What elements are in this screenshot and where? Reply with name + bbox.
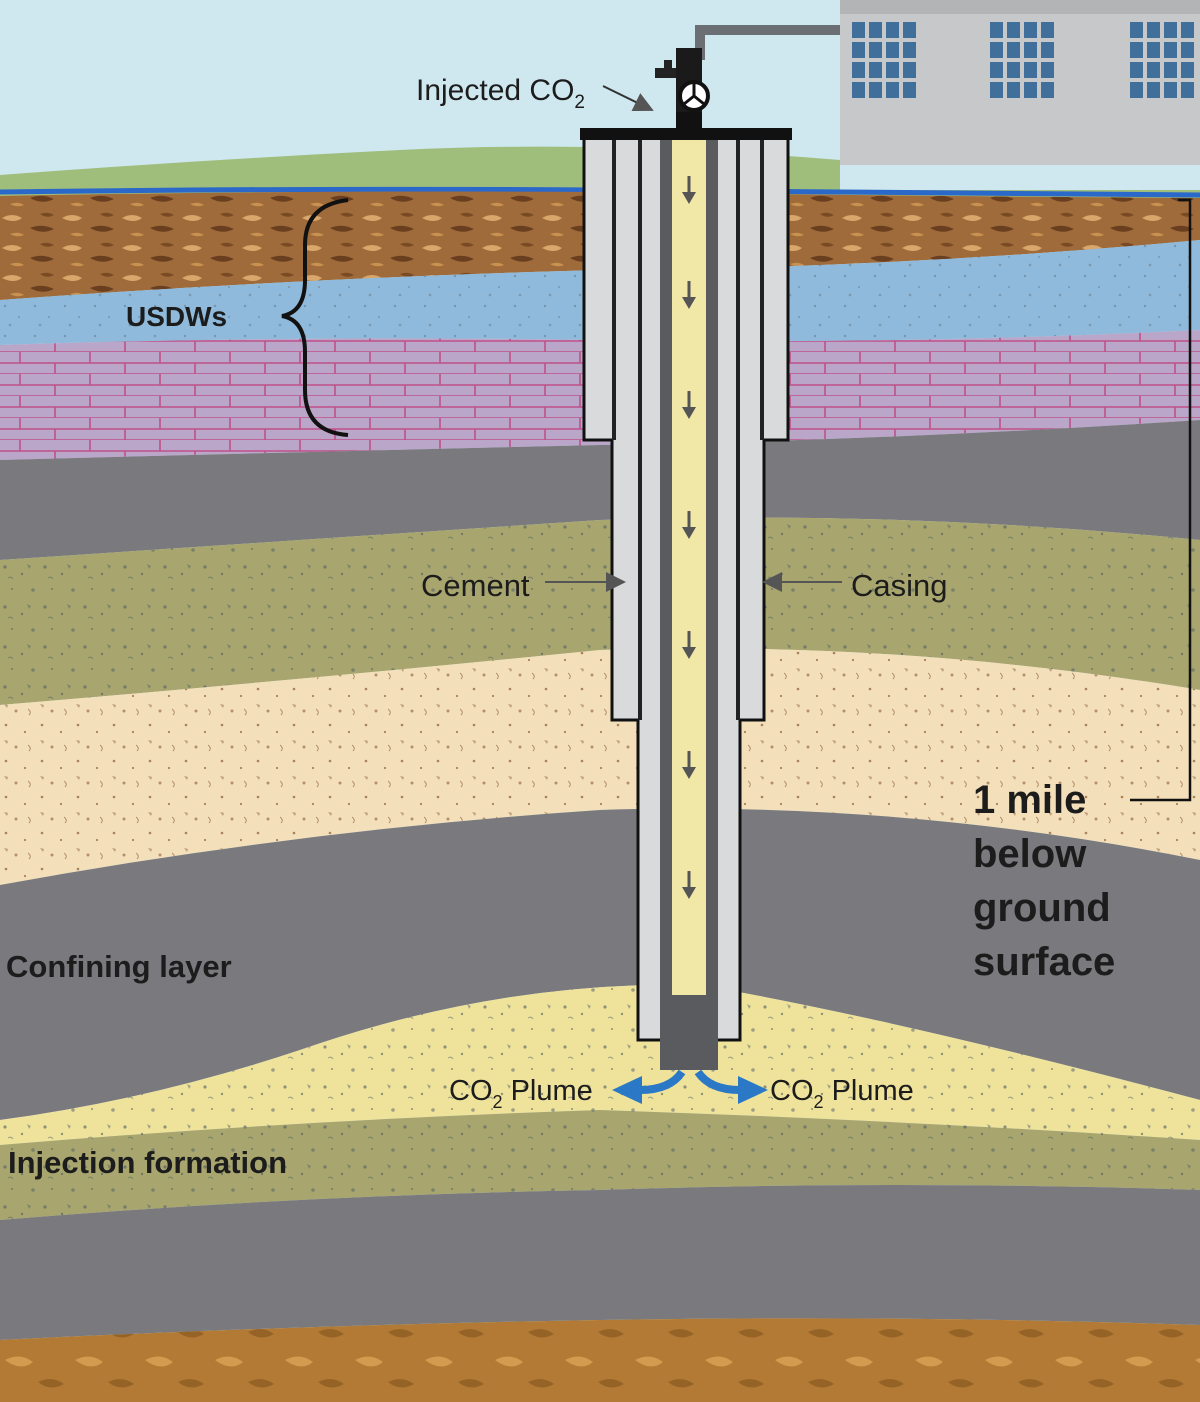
- building-window: [1130, 22, 1143, 38]
- building-window: [1007, 62, 1020, 78]
- building-window: [886, 22, 899, 38]
- building-window: [1181, 82, 1194, 98]
- building-window: [852, 42, 865, 58]
- injected-pointer: [602, 85, 654, 112]
- building-window: [1041, 22, 1054, 38]
- building-window: [886, 82, 899, 98]
- building-window: [1164, 42, 1177, 58]
- co2-plume-left-label: CO2 Plume: [449, 1075, 593, 1112]
- casing-label: Casing: [851, 568, 948, 603]
- depth-label: 1 mile below ground surface: [973, 778, 1115, 984]
- building-window: [1181, 62, 1194, 78]
- building-window: [1024, 82, 1037, 98]
- shale-layer-2: [0, 1185, 1200, 1340]
- confining-layer-label: Confining layer: [6, 949, 232, 984]
- depth-line-3: ground: [973, 886, 1111, 930]
- building-window: [1130, 62, 1143, 78]
- building-window: [903, 62, 916, 78]
- building-window: [1147, 62, 1160, 78]
- flow-arrow-icon: [682, 527, 696, 539]
- building-window: [990, 22, 1003, 38]
- cement-label: Cement: [421, 568, 530, 603]
- flow-arrow-icon: [682, 767, 696, 779]
- building-window: [1041, 42, 1054, 58]
- building-windows: [852, 22, 1194, 98]
- building-window: [1164, 62, 1177, 78]
- building-window: [886, 62, 899, 78]
- flow-arrow-icon: [682, 297, 696, 309]
- building-window: [1024, 62, 1037, 78]
- building-window: [1130, 82, 1143, 98]
- building-window: [1164, 82, 1177, 98]
- building-window: [1024, 42, 1037, 58]
- confining-layer: [0, 808, 1200, 1120]
- building-window: [903, 82, 916, 98]
- building-window: [1041, 82, 1054, 98]
- brace-icon: [281, 198, 349, 437]
- building-window: [1164, 22, 1177, 38]
- building-window: [903, 22, 916, 38]
- building-window: [1147, 42, 1160, 58]
- building-window: [1007, 42, 1020, 58]
- building-window: [852, 62, 865, 78]
- building-window: [869, 82, 882, 98]
- flow-arrow-icon: [682, 407, 696, 419]
- building-window: [990, 82, 1003, 98]
- depth-bracket: [1130, 198, 1192, 802]
- building-window: [869, 42, 882, 58]
- building-window: [990, 42, 1003, 58]
- building-window: [1181, 42, 1194, 58]
- building-window: [1181, 22, 1194, 38]
- building-window: [886, 42, 899, 58]
- building-window: [903, 42, 916, 58]
- shale-layer-1: [0, 420, 1200, 560]
- depth-line-2: below: [973, 832, 1087, 876]
- building-window: [852, 22, 865, 38]
- co2-plume-right-label: CO2 Plume: [770, 1075, 914, 1112]
- injected-co2-label: Injected CO2: [416, 74, 585, 113]
- flow-arrow-icon: [682, 647, 696, 659]
- depth-line-4: surface: [973, 940, 1115, 984]
- building-window: [869, 22, 882, 38]
- building-window: [1130, 42, 1143, 58]
- flow-arrow-icon: [682, 176, 696, 899]
- valve-icon: [678, 80, 710, 112]
- building-window: [1147, 82, 1160, 98]
- building-window: [852, 82, 865, 98]
- building-window: [1024, 22, 1037, 38]
- building-window: [1007, 82, 1020, 98]
- flow-arrow-icon: [682, 887, 696, 899]
- building-window: [1147, 22, 1160, 38]
- building-window: [1041, 62, 1054, 78]
- injection-formation-label: Injection formation: [8, 1145, 287, 1180]
- flow-arrow-icon: [682, 192, 696, 204]
- depth-line-1: 1 mile: [973, 778, 1086, 822]
- plume-arrow-icon: [612, 1069, 768, 1104]
- building-window: [990, 62, 1003, 78]
- usdws-label: USDWs: [126, 301, 227, 332]
- building-window: [869, 62, 882, 78]
- building-window: [1007, 22, 1020, 38]
- injection-well: [580, 48, 792, 1070]
